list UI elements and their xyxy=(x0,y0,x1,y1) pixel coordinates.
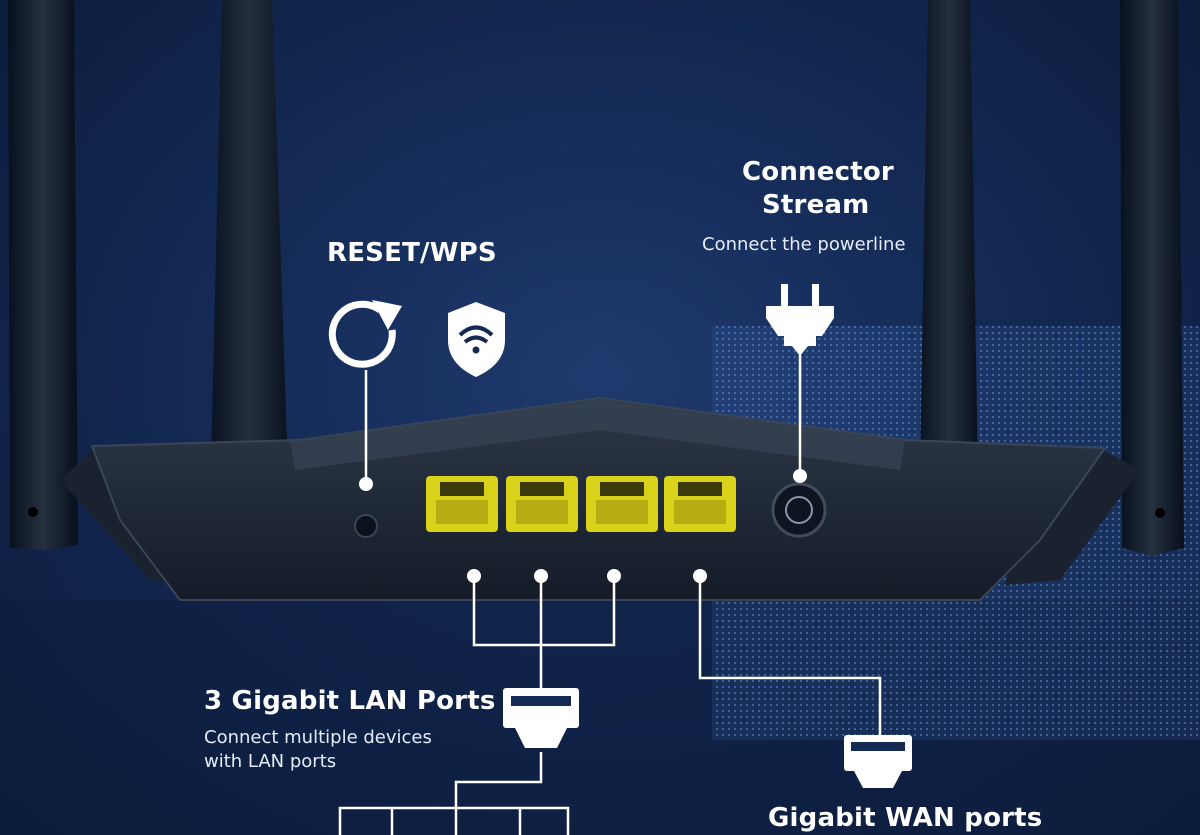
ethernet-ports xyxy=(426,476,736,532)
power-plug-icon xyxy=(766,284,834,356)
power-socket xyxy=(771,482,827,538)
lan-ports-subtitle-line2: with LAN ports xyxy=(204,751,337,772)
connector-title-line1: Connector xyxy=(742,157,894,187)
lan-ports-subtitle-line1: Connect multiple devices xyxy=(204,727,432,748)
wifi-shield-icon xyxy=(448,302,505,377)
lan-ports-title: 3 Gigabit LAN Ports xyxy=(204,686,496,716)
connector-lines xyxy=(338,355,882,835)
wan-ethernet-plug-icon xyxy=(844,735,912,788)
antenna-left-outer xyxy=(8,0,78,550)
connector-subtitle: Connect the powerline xyxy=(702,234,906,255)
antenna-right-outer xyxy=(1120,0,1184,556)
reset-hole xyxy=(354,514,378,538)
connector-title-line2: Stream xyxy=(762,190,870,220)
reset-wps-label: RESET/WPS xyxy=(327,238,497,268)
reset-arrow-icon xyxy=(328,300,402,368)
ethernet-plug-icon xyxy=(503,688,579,748)
wan-ports-title: Gigabit WAN ports xyxy=(768,803,1043,833)
